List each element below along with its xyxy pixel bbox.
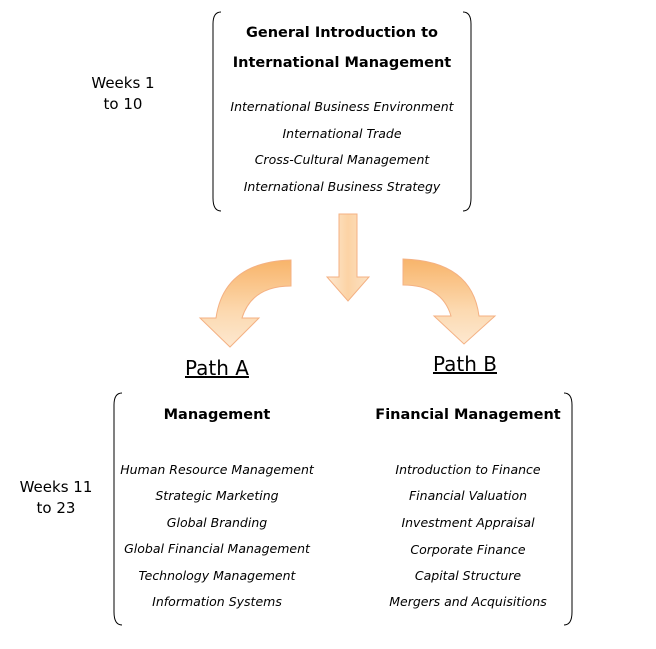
financial-item-2: Financial Valuation: [408, 488, 528, 503]
lower-weeks-label: Weeks 11 to 23: [16, 477, 96, 519]
lower-weeks-line2: to 23: [36, 499, 76, 517]
management-item-6: Information Systems: [152, 594, 282, 609]
intro-weeks-label: Weeks 1 to 10: [88, 73, 158, 115]
management-item-4: Global Financial Management: [124, 541, 310, 556]
intro-title-line2: International Management: [232, 55, 452, 71]
lower-bracket-right: [563, 392, 573, 626]
management-item-1: Human Resource Management: [120, 462, 314, 477]
financial-item-5: Capital Structure: [414, 568, 522, 583]
arrow-down-icon: [325, 213, 371, 302]
intro-bracket-left: [212, 11, 222, 212]
intro-item-1: International Business Environment: [230, 99, 454, 114]
lower-weeks-line1: Weeks 11: [19, 478, 93, 496]
path-a-label: Path A: [185, 356, 249, 380]
intro-item-2: International Trade: [282, 126, 402, 141]
management-item-2: Strategic Marketing: [155, 488, 279, 503]
intro-title-line1: General Introduction to: [245, 25, 439, 41]
intro-weeks-line2: to 10: [103, 95, 143, 113]
intro-item-3: Cross-Cultural Management: [254, 152, 430, 167]
path-b-label: Path B: [432, 352, 497, 376]
lower-bracket-left: [113, 392, 123, 626]
intro-weeks-line1: Weeks 1: [91, 74, 155, 92]
management-item-5: Technology Management: [138, 568, 296, 583]
financial-title: Financial Management: [375, 407, 561, 423]
curved-arrow-left-icon: [198, 259, 292, 348]
financial-item-6: Mergers and Acquisitions: [389, 594, 547, 609]
management-item-3: Global Branding: [166, 515, 268, 530]
management-title: Management: [163, 407, 271, 423]
curved-arrow-right-icon: [402, 258, 497, 345]
financial-item-3: Investment Appraisal: [401, 515, 535, 530]
financial-item-4: Corporate Finance: [410, 542, 526, 557]
intro-item-4: International Business Strategy: [243, 179, 441, 194]
intro-bracket-right: [462, 11, 472, 212]
intro-title: General Introduction to International Ma…: [213, 18, 471, 78]
financial-item-1: Introduction to Finance: [395, 462, 541, 477]
